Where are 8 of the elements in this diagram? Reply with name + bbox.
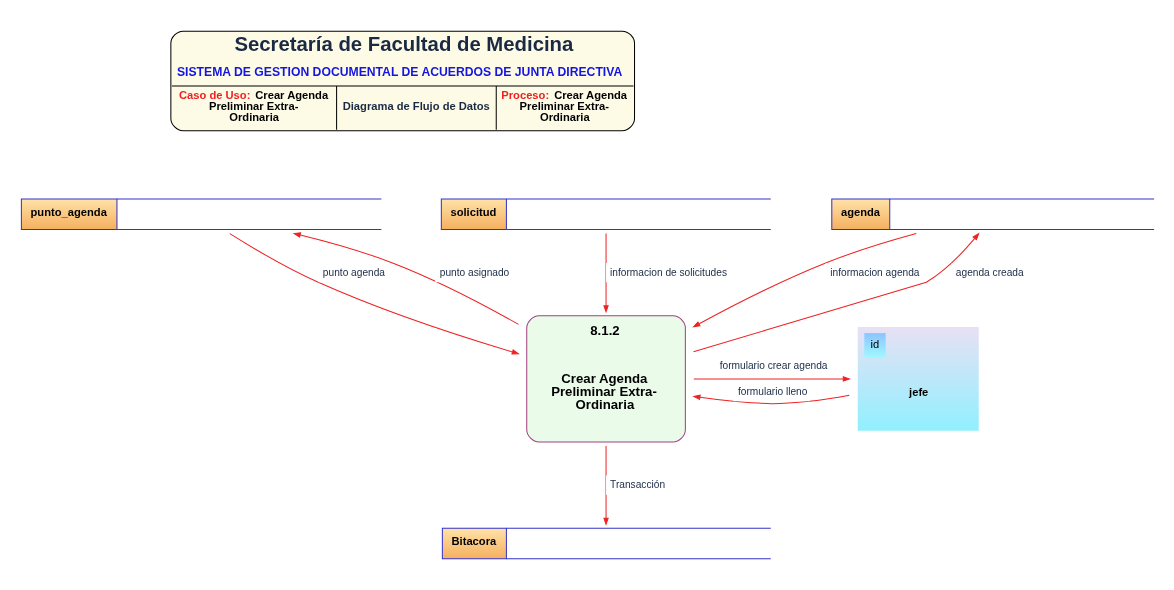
edge-label: punto asignado [439,266,509,278]
edge-label: informacion agenda [829,266,919,278]
edge-label: punto agenda [322,266,385,278]
edge-label: agenda creada [955,266,1024,278]
edge-label: informacion de solicitudes [609,266,727,278]
edge-label: Transacción [609,479,665,491]
edge-label: formulario lleno [737,385,807,397]
edge-label: formulario crear agenda [719,360,828,372]
